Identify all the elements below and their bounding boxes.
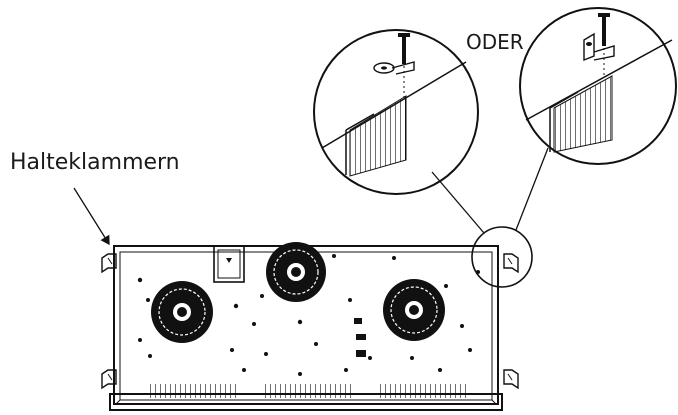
clip-top-left <box>101 253 117 274</box>
vent-group-right <box>378 384 470 398</box>
clip-bottom-right <box>503 369 519 390</box>
vent-group-center <box>262 384 354 398</box>
burner-front-left <box>151 281 213 343</box>
bracket-icon <box>373 61 415 75</box>
clip-top-right <box>503 253 519 274</box>
vent-group-left <box>148 384 240 398</box>
clip-leader-arrow <box>73 187 110 246</box>
burner-rear-center <box>266 242 326 302</box>
detail-circle-right <box>519 7 677 165</box>
hob <box>109 242 503 411</box>
clip-bottom-left <box>101 369 117 390</box>
or-label: ODER <box>466 30 524 54</box>
clips-label: Halteklammern <box>10 150 180 175</box>
highlight-circle <box>471 226 533 288</box>
burner-front-right <box>383 279 445 341</box>
connector-lines <box>431 147 549 234</box>
surface-dots <box>137 254 480 376</box>
control-panel <box>213 245 245 283</box>
detail-circle-left <box>313 29 479 195</box>
bracket-icon <box>583 32 615 62</box>
screw-icon <box>598 13 610 78</box>
